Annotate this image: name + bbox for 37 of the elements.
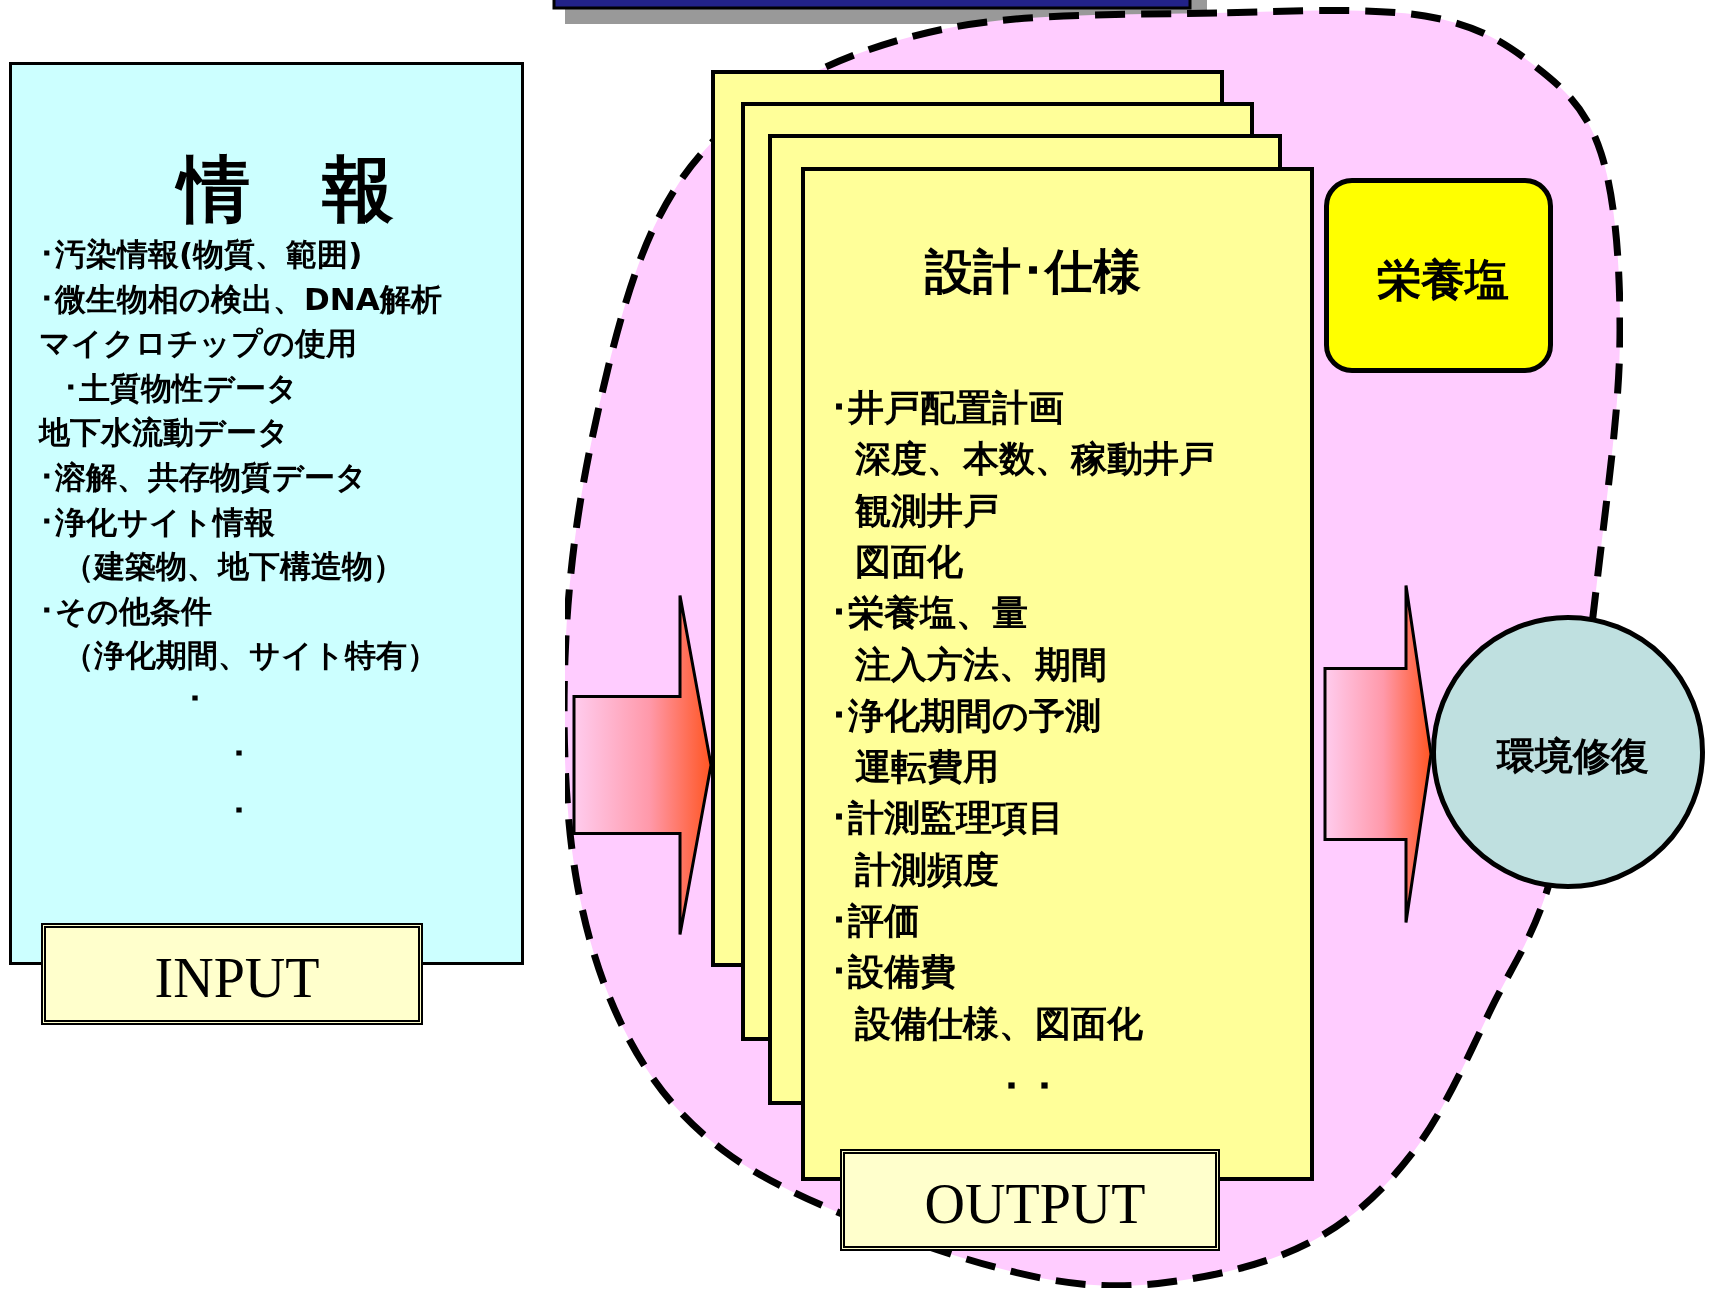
label-text: OUTPUT [924,1172,1146,1238]
list-item: 設備仕様、図面化 [855,1002,1143,1046]
list-item: 観測井戸 [855,489,999,533]
list-item: 図面化 [855,540,963,584]
list-item: ･ [231,791,247,831]
list-item: 注入方法、期間 [855,642,1107,687]
list-item: ･設備費 [830,950,956,994]
list-item: ･ [231,734,247,774]
list-item: ･計測監理項目 [830,796,1064,840]
label-text: 環境修復 [1497,734,1649,780]
label-text: 栄養塩 [1377,253,1509,307]
list-item: ･栄養塩、量 [830,591,1028,635]
list-item: （浄化期間、サイト特有） [63,637,438,675]
list-item: ･土質物性データ [63,370,298,408]
list-item: ･溶解、共存物質データ [39,459,367,497]
list-item: ･汚染情報(物質、範囲) [39,236,363,274]
list-item: 地下水流動データ [39,414,289,452]
label-text: INPUT [154,946,320,1012]
list-item: ･ ･ [1002,1065,1054,1111]
list-item: ･微生物相の検出、DNA解析 [39,281,442,319]
list-item: ･その他条件 [39,593,212,631]
list-item: ･浄化サイト情報 [39,504,275,542]
nutrient-box [1324,178,1553,373]
list-item: 運転費用 [855,745,999,789]
list-item: 深度、本数、稼動井戸 [855,437,1215,481]
list-item: マイクロチップの使用 [39,325,357,363]
list-item: （建築物、地下構造物） [63,548,404,586]
output-label-box [840,1149,1220,1251]
block-arrow [1323,584,1433,924]
heading: 設計･仕様 [925,243,1141,301]
list-item: 計測頻度 [855,848,999,892]
list-item: ･井戸配置計画 [830,386,1064,430]
list-item: ･ [187,679,203,719]
list-item: ･浄化期間の予測 [830,694,1101,738]
block-arrow [572,594,713,936]
list-item: ･評価 [830,899,920,943]
input-label-box [41,923,423,1025]
